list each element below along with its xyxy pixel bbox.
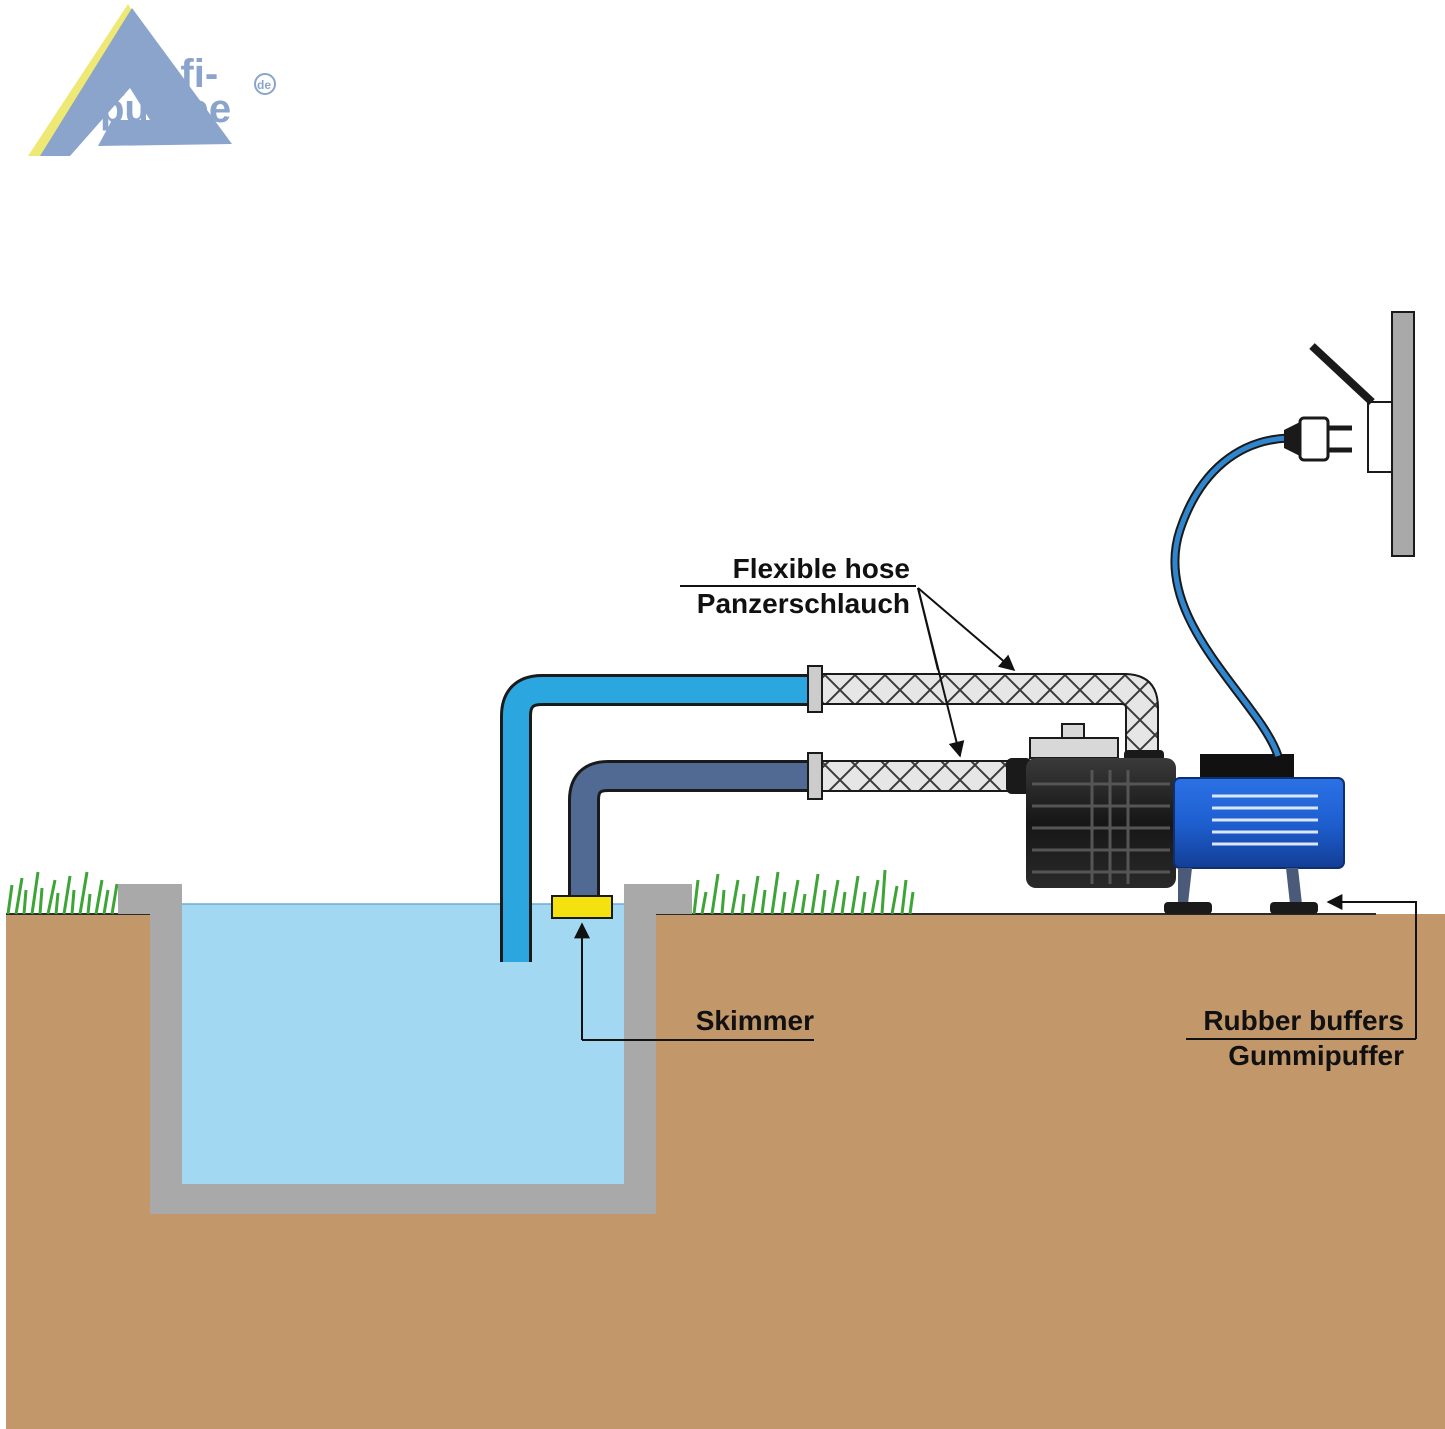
buffers-callout: Rubber buffers Gummipuffer (1186, 894, 1417, 1071)
socket-cover-flap (1309, 343, 1375, 405)
grass-left (6, 871, 119, 915)
strainer-knob (1061, 723, 1085, 739)
hose-coupling-lower (807, 752, 823, 800)
flexible-hose-upper (821, 673, 1159, 757)
power-cable (1170, 433, 1289, 758)
hose-pointer-lower (917, 587, 965, 758)
return-pipe-fill (503, 677, 812, 962)
power-cable-fill (1172, 435, 1289, 757)
logo-suffix: de (257, 78, 271, 92)
motor-body (1173, 777, 1345, 869)
hose-callout: Flexible hose Panzerschlauch (680, 553, 1016, 758)
buffers-pointer (1326, 894, 1417, 1039)
wall-socket (1309, 311, 1415, 557)
pump-inlet-port (1006, 758, 1032, 794)
pump-housing-ribs (1032, 770, 1170, 884)
buffers-label-en: Rubber buffers (1203, 1005, 1404, 1036)
pump-foot-left (1178, 868, 1192, 904)
grass-right (692, 869, 915, 915)
strainer-lid (1029, 737, 1119, 759)
pool-pump (1006, 723, 1345, 914)
logo-blue-triangle (40, 8, 232, 156)
flexible-hose-lower (821, 760, 1009, 792)
skimmer-callout: Skimmer (574, 922, 814, 1041)
motor-cooling-fins (1212, 794, 1318, 846)
pool-basin (118, 884, 692, 1214)
logo-line1: profi- (116, 52, 218, 96)
power-plug (1284, 416, 1352, 462)
hose-label-en: Flexible hose (733, 553, 910, 584)
pool-concrete-wall (118, 884, 692, 1214)
socket-housing (1367, 401, 1393, 473)
logo-line2: pumpe (100, 87, 231, 131)
hose-coupling-upper (807, 665, 823, 713)
buffers-label-de: Gummipuffer (1228, 1040, 1404, 1071)
hose-pointer-upper (917, 587, 1016, 672)
brand-logo: profi- pumpe de (28, 4, 276, 156)
pool-water (182, 904, 624, 1184)
suction-pipe-fill (571, 763, 812, 898)
skimmer-label: Skimmer (696, 1005, 814, 1036)
pump-foot-right (1286, 868, 1302, 904)
rubber-buffer-left (1164, 902, 1212, 914)
wall (1391, 311, 1415, 557)
pump-housing (1026, 758, 1176, 888)
hose-label-de: Panzerschlauch (697, 588, 910, 619)
logo-de-badge (254, 73, 276, 95)
rubber-buffer-right (1270, 902, 1318, 914)
skimmer-box (551, 895, 613, 919)
